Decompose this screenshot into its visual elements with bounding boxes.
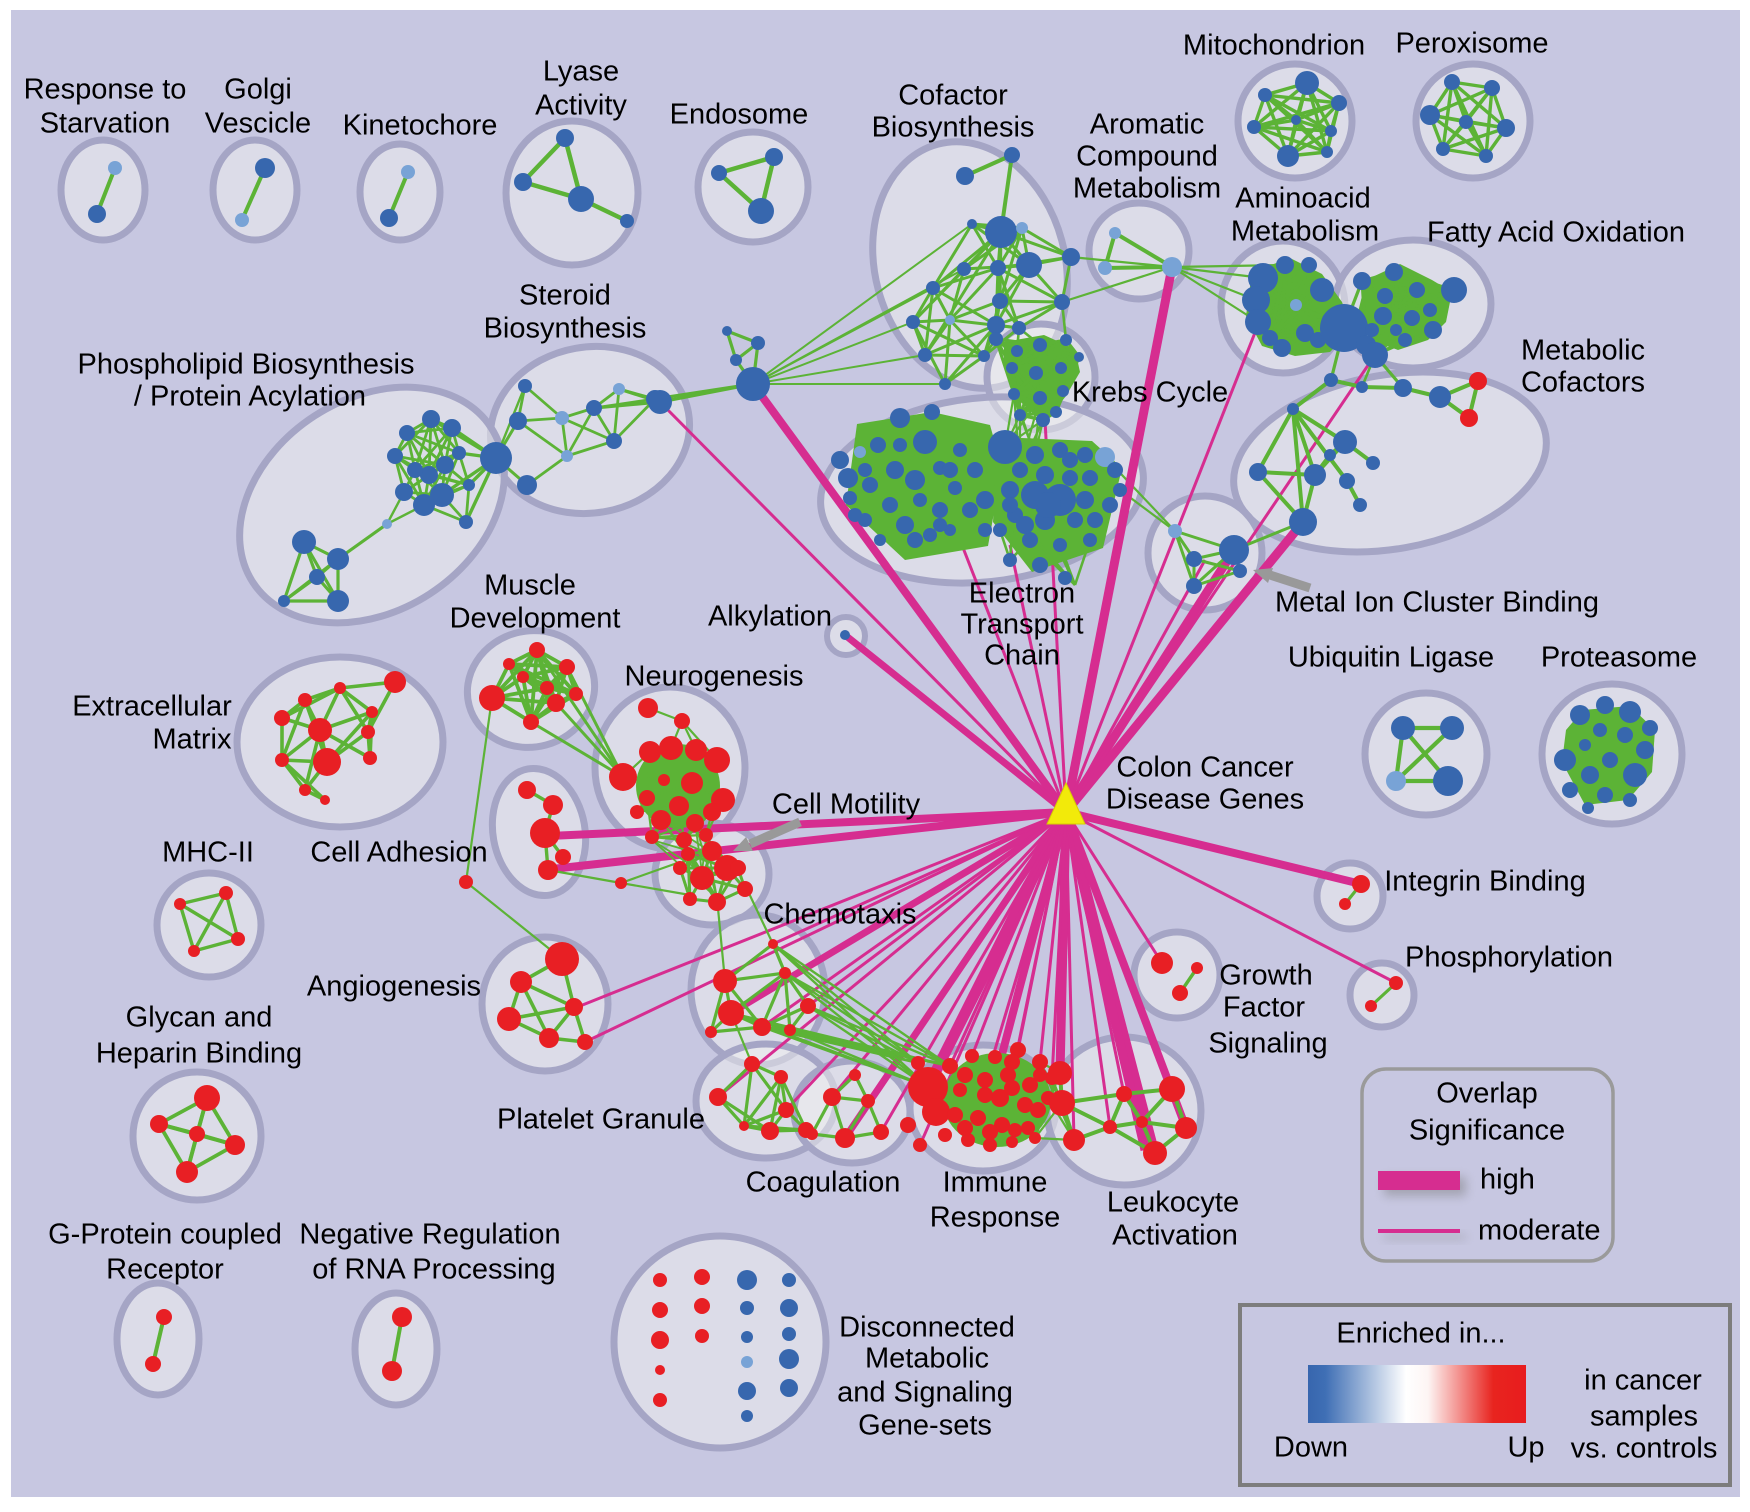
svg-text:Chemotaxis: Chemotaxis <box>763 899 916 931</box>
svg-text:Electron: Electron <box>969 578 1075 610</box>
svg-text:Proteasome: Proteasome <box>1541 642 1697 674</box>
svg-text:Heparin Binding: Heparin Binding <box>96 1038 302 1070</box>
svg-text:Leukocyte: Leukocyte <box>1107 1187 1239 1219</box>
svg-text:Negative Regulation: Negative Regulation <box>299 1219 560 1251</box>
svg-text:Cell Motility: Cell Motility <box>772 789 921 821</box>
svg-text:Transport: Transport <box>960 609 1083 641</box>
svg-text:Aromatic: Aromatic <box>1090 109 1204 141</box>
svg-text:Activation: Activation <box>1112 1220 1238 1252</box>
svg-text:Cell Adhesion: Cell Adhesion <box>310 837 487 869</box>
svg-text:Peroxisome: Peroxisome <box>1395 28 1548 60</box>
svg-text:Growth: Growth <box>1219 960 1312 992</box>
svg-text:Immune: Immune <box>943 1167 1048 1199</box>
svg-text:Neurogenesis: Neurogenesis <box>625 661 804 693</box>
svg-text:Factor: Factor <box>1223 992 1306 1024</box>
svg-text:in cancer: in cancer <box>1584 1365 1702 1397</box>
svg-text:Angiogenesis: Angiogenesis <box>307 971 481 1003</box>
svg-text:high: high <box>1480 1164 1535 1196</box>
svg-text:samples: samples <box>1590 1401 1698 1433</box>
svg-text:Enriched in...: Enriched in... <box>1336 1318 1505 1350</box>
svg-text:Vescicle: Vescicle <box>205 108 311 140</box>
svg-text:Starvation: Starvation <box>40 108 171 140</box>
svg-text:Disease Genes: Disease Genes <box>1106 784 1304 816</box>
svg-text:Colon Cancer: Colon Cancer <box>1116 752 1294 784</box>
svg-text:Glycan and: Glycan and <box>126 1002 273 1034</box>
svg-text:Phosphorylation: Phosphorylation <box>1405 942 1613 974</box>
svg-text:Down: Down <box>1274 1432 1348 1464</box>
svg-text:Aminoacid: Aminoacid <box>1235 183 1370 215</box>
svg-text:moderate: moderate <box>1478 1215 1601 1247</box>
svg-text:Receptor: Receptor <box>106 1254 224 1286</box>
svg-text:Cofactor: Cofactor <box>898 80 1008 112</box>
svg-text:Steroid: Steroid <box>519 280 611 312</box>
svg-text:Platelet Granule: Platelet Granule <box>497 1104 705 1136</box>
svg-text:Biosynthesis: Biosynthesis <box>872 112 1035 144</box>
svg-text:Coagulation: Coagulation <box>746 1167 901 1199</box>
svg-text:Signaling: Signaling <box>1208 1028 1327 1060</box>
svg-text:Krebs Cycle: Krebs Cycle <box>1072 377 1228 409</box>
svg-text:Response to: Response to <box>24 74 187 106</box>
svg-text:Integrin Binding: Integrin Binding <box>1384 866 1586 898</box>
svg-text:Phospholipid Biosynthesis: Phospholipid Biosynthesis <box>78 349 415 381</box>
svg-text:Cofactors: Cofactors <box>1521 367 1645 399</box>
svg-text:vs. controls: vs. controls <box>1571 1433 1718 1465</box>
svg-text:Muscle: Muscle <box>484 570 576 602</box>
svg-text:MHC-II: MHC-II <box>162 837 254 869</box>
svg-text:Compound: Compound <box>1076 141 1218 173</box>
svg-text:Activity: Activity <box>535 90 627 122</box>
svg-text:Kinetochore: Kinetochore <box>343 110 498 142</box>
svg-text:Endosome: Endosome <box>670 99 809 131</box>
svg-text:Fatty Acid Oxidation: Fatty Acid Oxidation <box>1427 217 1685 249</box>
svg-text:of RNA Processing: of RNA Processing <box>312 1254 555 1286</box>
svg-text:Mitochondrion: Mitochondrion <box>1183 30 1365 62</box>
svg-text:Response: Response <box>930 1202 1061 1234</box>
svg-text:Metal Ion Cluster Binding: Metal Ion Cluster Binding <box>1275 587 1599 619</box>
svg-text:Overlap: Overlap <box>1436 1078 1538 1110</box>
svg-text:G-Protein coupled: G-Protein coupled <box>48 1219 282 1251</box>
svg-text:Disconnected: Disconnected <box>839 1312 1015 1344</box>
svg-text:Matrix: Matrix <box>153 724 232 756</box>
svg-text:Biosynthesis: Biosynthesis <box>484 313 647 345</box>
svg-text:Metabolism: Metabolism <box>1231 216 1379 248</box>
svg-text:Golgi: Golgi <box>224 74 292 106</box>
svg-text:Extracellular: Extracellular <box>72 691 232 723</box>
svg-text:and Signaling: and Signaling <box>837 1377 1013 1409</box>
svg-text:Alkylation: Alkylation <box>708 601 832 633</box>
svg-text:Significance: Significance <box>1409 1115 1565 1147</box>
svg-text:Up: Up <box>1507 1432 1544 1464</box>
svg-text:Metabolism: Metabolism <box>1073 173 1221 205</box>
svg-text:Metabolic: Metabolic <box>1521 335 1645 367</box>
svg-text:Chain: Chain <box>984 640 1060 672</box>
svg-text:Metabolic: Metabolic <box>865 1343 989 1375</box>
svg-text:/ Protein Acylation: / Protein Acylation <box>134 381 366 413</box>
svg-text:Gene-sets: Gene-sets <box>858 1410 992 1442</box>
svg-text:Lyase: Lyase <box>543 56 619 88</box>
svg-text:Development: Development <box>450 603 621 635</box>
svg-text:Ubiquitin Ligase: Ubiquitin Ligase <box>1288 642 1494 674</box>
